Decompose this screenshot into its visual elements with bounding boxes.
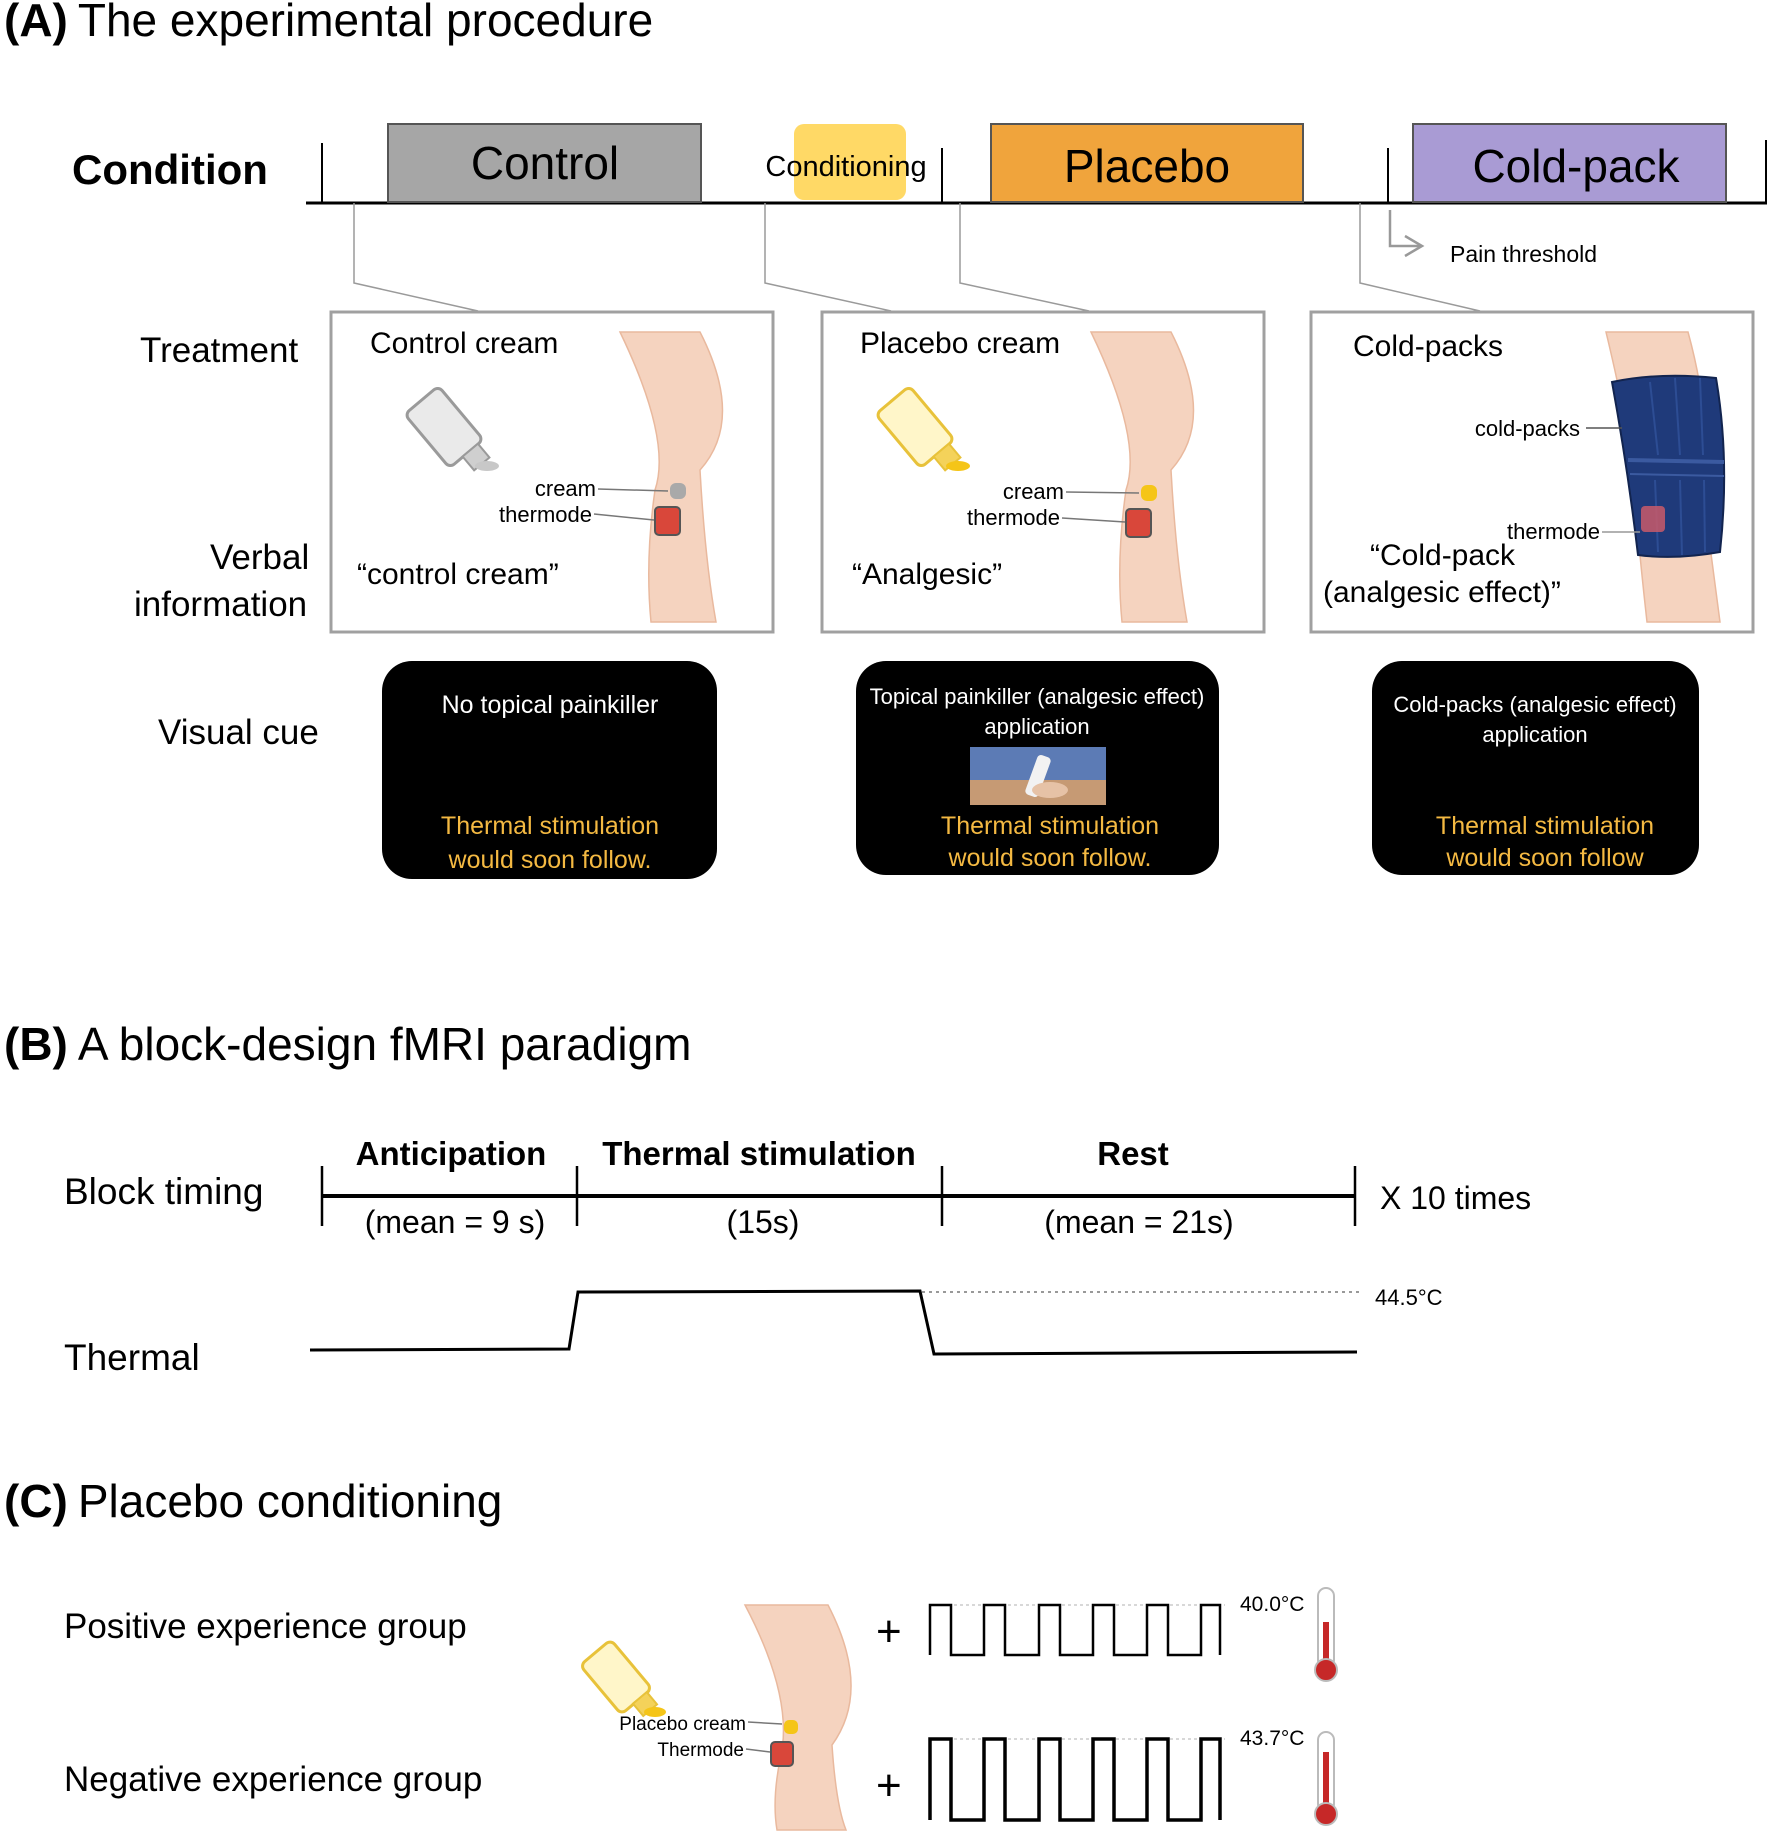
cue-text: No topical painkiller <box>442 691 659 719</box>
thermometer-icon <box>1314 1587 1338 1682</box>
pain-threshold-label: Pain threshold <box>1450 241 1597 267</box>
negative-group-label: Negative experience group <box>64 1760 482 1799</box>
block-timeline <box>320 1166 1357 1226</box>
placebo-cream-label: Placebo cream <box>619 1714 746 1735</box>
thermode-pad <box>1641 506 1665 532</box>
pain-threshold-arrow: Pain threshold <box>1388 210 1597 267</box>
condition-placebo-box: Placebo <box>990 123 1304 203</box>
phase-thermal-stimulation-duration: (15s) <box>727 1204 800 1240</box>
positive-temperature-label: 40.0°C <box>1240 1593 1304 1616</box>
block-timing-label: Block timing <box>64 1171 263 1212</box>
thermode-label: thermode <box>967 505 1060 530</box>
cream-tube-icon <box>405 387 499 472</box>
cue-warning-line1: Thermal stimulation <box>441 812 659 840</box>
thermode-label: thermode <box>499 502 592 527</box>
cream-blob <box>1141 485 1157 501</box>
negative-temperature-label: 43.7°C <box>1240 1727 1304 1750</box>
phase-thermal-stimulation-name: Thermal stimulation <box>602 1135 916 1172</box>
thermode-pad <box>654 506 681 536</box>
cue-warning-line1: Thermal stimulation <box>941 812 1159 840</box>
verbal-info-text-line2: (analgesic effect)” <box>1323 576 1561 609</box>
condition-label: Condition <box>72 146 268 193</box>
treatment-box-cold-packs: Cold-packs cold-packs thermode “Cold-pac… <box>1309 310 1755 634</box>
cream-application-photo <box>970 747 1106 805</box>
arm-illustration <box>1089 331 1195 623</box>
panel-b-title: A block-design fMRI paradigm <box>78 1018 692 1070</box>
verbal-info-text: “Analgesic” <box>852 558 1002 591</box>
thermode-pad <box>1125 508 1152 538</box>
panel-b-heading: (B)A block-design fMRI paradigm <box>4 1018 691 1070</box>
cue-warning-line2: would soon follow <box>1445 844 1644 872</box>
cream-label: cream <box>535 476 596 501</box>
condition-cold-pack-box: Cold-pack <box>1412 123 1727 203</box>
peak-temperature-label: 44.5°C <box>1375 1285 1443 1310</box>
treatment-box-control: Control cream cream thermode “control cr… <box>329 310 775 634</box>
panel-c-letter: (C) <box>4 1475 68 1527</box>
cream-tube-icon <box>581 1640 666 1718</box>
panel-a-letter: (A) <box>4 0 68 46</box>
cue-text-line1: Cold-packs (analgesic effect) <box>1393 692 1676 717</box>
verbal-info-text-line1: “Cold-pack <box>1370 539 1516 572</box>
cream-blob <box>670 483 686 499</box>
phase-anticipation-duration: (mean = 9 s) <box>365 1204 546 1240</box>
treatment-row-label: Treatment <box>140 331 298 370</box>
cue-text-line2: application <box>984 714 1089 739</box>
panel-c-heading: (C)Placebo conditioning <box>4 1475 502 1527</box>
thermal-label: Thermal <box>64 1337 200 1378</box>
cream-blob <box>784 1720 798 1734</box>
cold-packs-label: cold-packs <box>1475 416 1580 441</box>
treatment-title: Placebo cream <box>860 327 1060 360</box>
placebo-arm-illustration: Placebo cream Thermode <box>581 1604 852 1831</box>
condition-control-label: Control <box>471 137 619 189</box>
cue-warning-line1: Thermal stimulation <box>1436 812 1654 840</box>
phase-anticipation-name: Anticipation <box>356 1135 547 1172</box>
panel-a-title: The experimental procedure <box>78 0 653 46</box>
phase-rest-duration: (mean = 21s) <box>1044 1204 1233 1240</box>
visual-cue-row-label: Visual cue <box>158 713 319 752</box>
verbal-info-text: “control cream” <box>357 558 559 591</box>
connector-lines <box>353 203 1481 312</box>
thermode-pad <box>770 1741 794 1767</box>
positive-group-label: Positive experience group <box>64 1607 467 1646</box>
negative-pulse-train: 43.7°C <box>928 1727 1304 1822</box>
positive-pulse-train: 40.0°C <box>928 1593 1304 1657</box>
verbal-row-label-2: information <box>134 585 307 624</box>
cold-pack-wrap <box>1610 374 1726 558</box>
cream-tube-icon <box>876 387 970 472</box>
condition-conditioning-box: Conditioning <box>765 124 927 200</box>
visual-cue-placebo: Topical painkiller (analgesic effect) ap… <box>856 661 1219 875</box>
condition-conditioning-label: Conditioning <box>765 151 926 183</box>
thermometer-icon <box>1314 1731 1338 1826</box>
plus-sign: + <box>876 1607 902 1656</box>
cue-warning-line2: would soon follow. <box>948 844 1152 872</box>
visual-cue-control: No topical painkiller Thermal stimulatio… <box>382 661 717 879</box>
treatment-box-placebo: Placebo cream cream thermode “Analgesic” <box>820 310 1266 634</box>
thermal-waveform: 44.5°C <box>309 1285 1443 1356</box>
condition-control-box: Control <box>387 123 702 203</box>
treatment-title: Cold-packs <box>1353 330 1503 363</box>
repeat-label: X 10 times <box>1380 1180 1531 1216</box>
phase-rest-name: Rest <box>1097 1135 1169 1172</box>
cream-label: cream <box>1003 479 1064 504</box>
arm-illustration <box>618 331 724 623</box>
panel-a-heading: (A)The experimental procedure <box>4 0 653 46</box>
plus-sign: + <box>876 1761 902 1810</box>
condition-placebo-label: Placebo <box>1064 140 1230 192</box>
panel-c-title: Placebo conditioning <box>78 1475 503 1527</box>
visual-cue-cold-pack: Cold-packs (analgesic effect) applicatio… <box>1372 661 1699 875</box>
thermode-label: Thermode <box>657 1740 744 1761</box>
panel-b-letter: (B) <box>4 1018 68 1070</box>
thermode-label: thermode <box>1507 519 1600 544</box>
cue-warning-line2: would soon follow. <box>448 846 652 874</box>
condition-cold-pack-label: Cold-pack <box>1472 140 1680 192</box>
cue-text-line2: application <box>1482 722 1587 747</box>
treatment-title: Control cream <box>370 327 558 360</box>
verbal-row-label-1: Verbal <box>210 538 309 577</box>
cue-text-line1: Topical painkiller (analgesic effect) <box>870 684 1205 709</box>
